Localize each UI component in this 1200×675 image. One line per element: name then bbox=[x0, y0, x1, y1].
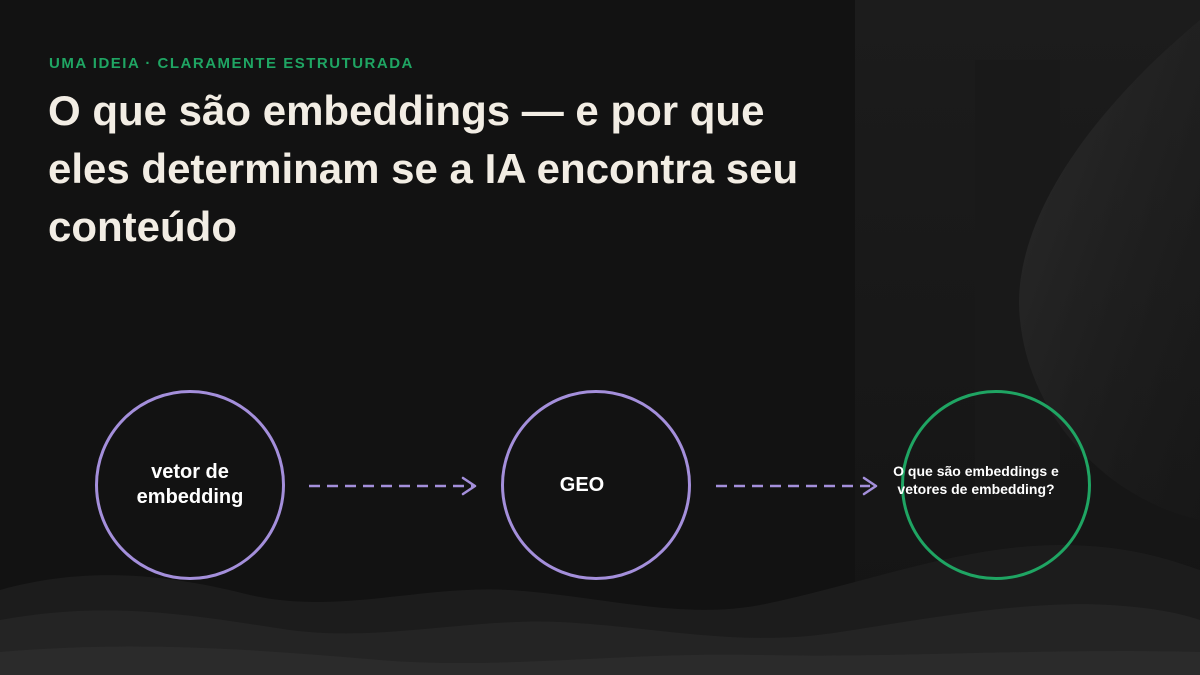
diagram-node-embedding-vector: vetor de embedding bbox=[95, 390, 285, 580]
connector-arrow-2 bbox=[716, 476, 878, 496]
node-label: GEO bbox=[559, 473, 605, 496]
node-label: vetor de embedding bbox=[136, 461, 244, 508]
diagram-node-question: O que são embeddings e vetores de embedd… bbox=[893, 390, 1091, 580]
diagram-node-geo: GEO bbox=[501, 390, 691, 580]
node-label: O que são embeddings e vetores de embedd… bbox=[893, 463, 1059, 497]
slide-title: O que são embeddings — e por que eles de… bbox=[48, 87, 799, 250]
eyebrow-label: UMA IDEIA · CLARAMENTE ESTRUTURADA bbox=[49, 55, 414, 72]
connector-arrow-1 bbox=[309, 476, 477, 496]
